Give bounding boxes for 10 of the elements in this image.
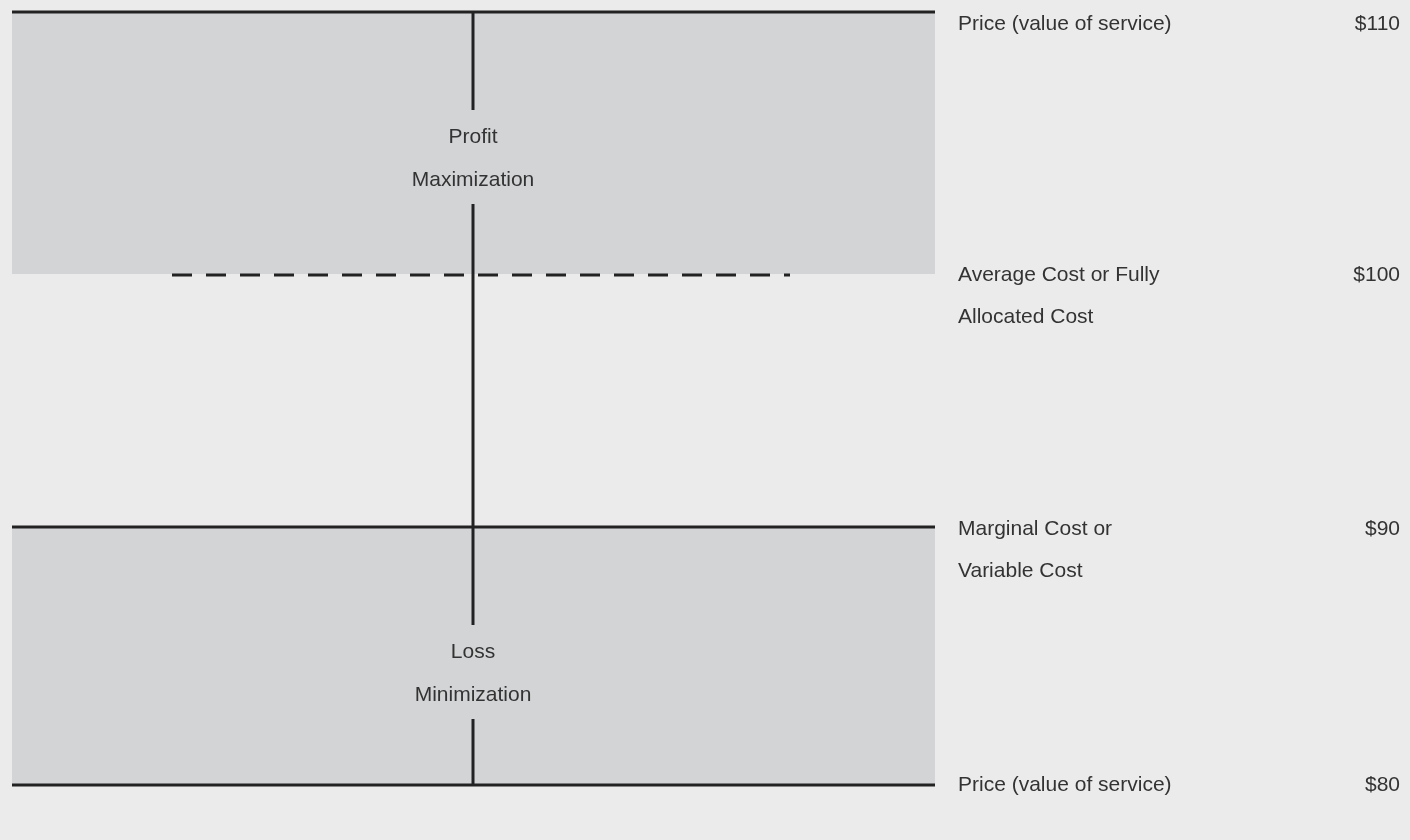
shaded-band xyxy=(12,527,935,785)
shaded-band xyxy=(12,12,935,274)
level-label: Average Cost or Fully Allocated Cost xyxy=(958,261,1161,329)
amount-label: $110 xyxy=(1354,10,1400,36)
level-label: Price (value of service) xyxy=(958,771,1173,797)
level-label: Marginal Cost or Variable Cost xyxy=(958,515,1114,583)
amount-label: $80 xyxy=(1364,771,1400,797)
amount-label: $90 xyxy=(1364,515,1400,541)
level-label: Price (value of service) xyxy=(958,10,1173,36)
amount-label: $100 xyxy=(1353,261,1400,287)
